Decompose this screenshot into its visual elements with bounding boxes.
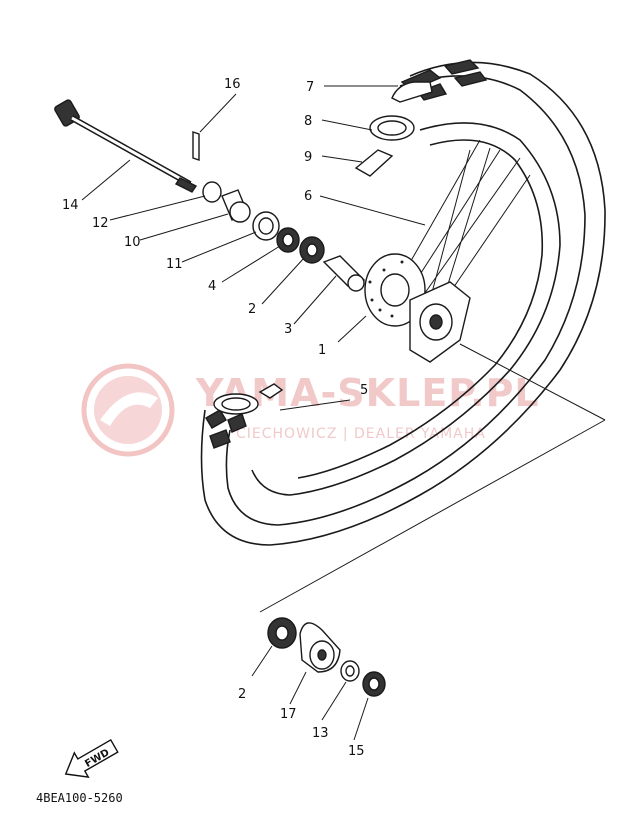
callout-7: 7 [306,80,314,95]
callout-1: 1 [318,343,326,358]
leader-lines [81,85,606,741]
diagram-code: 4BEA100-5260 [36,791,123,805]
tire-tread-top [400,59,488,101]
callout-labels: 7 8 9 6 16 14 12 10 11 4 2 3 1 5 2 17 13… [62,77,368,759]
callout-13: 13 [312,726,329,741]
callout-11: 11 [166,257,183,272]
watermark: YAMA-SKLEP.PL CIECHOWICZ | DEALER YAMAHA [81,363,539,457]
tire-tread-bottom [205,409,247,449]
lower-exploded-parts [267,617,386,697]
callout-2: 2 [248,302,256,317]
rim-strip [354,149,394,177]
callout-9: 9 [304,150,312,165]
fwd-arrow-icon: FWD [64,738,119,779]
watermark-sub-text: CIECHOWICZ | DEALER YAMAHA [236,426,486,442]
washer [202,181,222,203]
rim-band [391,81,433,103]
callout-10: 10 [124,235,141,250]
callout-14: 14 [62,198,79,213]
callout-6: 6 [304,189,312,204]
callout-4: 4 [208,279,216,294]
wheel-assembly [200,59,606,546]
callout-15: 15 [348,744,365,759]
callout-3: 3 [284,322,292,337]
cotter-pin [192,131,200,161]
axle-and-spacers [54,99,366,292]
callout-12: 12 [92,216,109,231]
callout-17: 17 [280,707,297,722]
callout-16: 16 [224,77,241,92]
callout-5: 5 [360,383,368,398]
callout-8: 8 [304,114,312,129]
callout-2-lower: 2 [238,687,246,702]
